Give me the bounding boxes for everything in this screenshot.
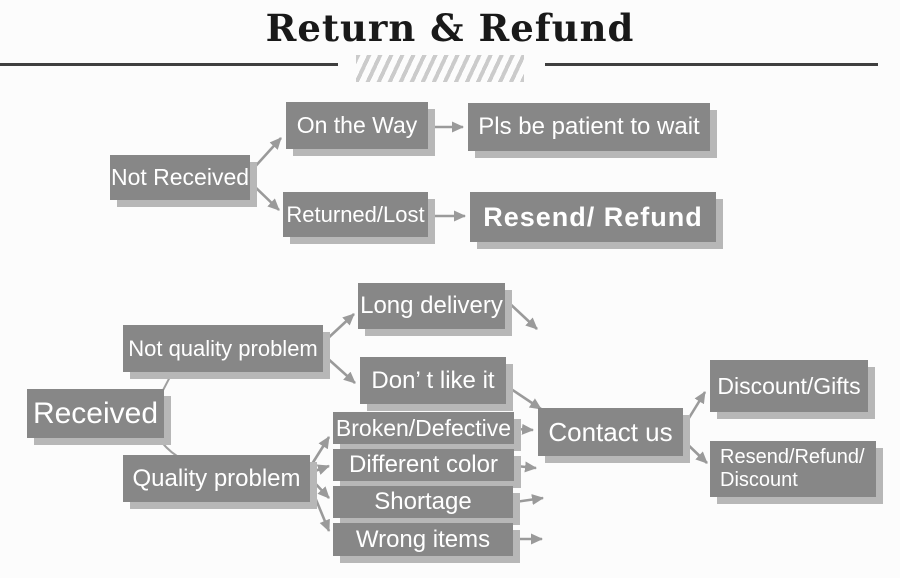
node-pls-be-patient: Pls be patient to wait <box>468 103 710 151</box>
node-on-the-way: On the Way <box>286 102 428 149</box>
arrow-quality-problem-to-broken-defective <box>310 436 331 465</box>
divider-line-right <box>545 63 878 66</box>
node-discount-gifts: Discount/Gifts <box>710 360 868 412</box>
node-dont-like-it: Don’ t like it <box>360 357 506 404</box>
arrow-long-delivery-out <box>506 300 538 330</box>
node-wrong-items: Wrong items <box>333 523 513 556</box>
arrow-contact-us-to-resend-refund-discount <box>683 440 708 464</box>
node-broken-defective: Broken/Defective <box>333 412 514 444</box>
node-not-received: Not Received <box>110 155 250 200</box>
arrow-contact-us-to-discount-gifts <box>682 391 707 427</box>
arrow-quality-problem-to-shortage <box>311 479 330 499</box>
page-title: Return & Refund <box>265 6 635 50</box>
arrow-shortage-out <box>514 494 544 506</box>
arrow-quality-problem-to-different-color <box>311 464 330 475</box>
divider-hatch-decoration <box>356 55 524 82</box>
arrow-quality-problem-to-wrong-items <box>310 489 331 532</box>
arrow-not-received-to-on-the-way <box>251 137 282 171</box>
node-resend-refund-discount-line1: Resend/Refund/ <box>720 446 865 468</box>
node-not-quality-problem: Not quality problem <box>123 325 323 372</box>
node-resend-refund: Resend/ Refund <box>470 192 716 242</box>
node-shortage: Shortage <box>333 486 513 518</box>
node-long-delivery: Long delivery <box>358 283 505 329</box>
arrow-dont-like-it-to-contact-us <box>507 385 542 411</box>
node-resend-refund-discount: Resend/Refund/ Discount <box>710 441 876 497</box>
node-received: Received <box>27 389 164 438</box>
divider-line-left <box>0 63 338 66</box>
arrow-broken-defective-to-contact-us <box>515 423 534 435</box>
node-quality-problem: Quality problem <box>123 455 310 502</box>
node-returned-lost: Returned/Lost <box>283 192 428 237</box>
node-different-color: Different color <box>333 449 514 481</box>
arrow-different-color-out <box>515 461 537 473</box>
node-contact-us: Contact us <box>538 408 683 456</box>
node-resend-refund-discount-line2: Discount <box>720 469 798 491</box>
arrow-not-quality-problem-to-dont-like-it <box>325 356 356 384</box>
connector-received-to-quality-problem <box>156 435 178 457</box>
arrow-not-quality-problem-to-long-delivery <box>325 313 355 341</box>
arrow-not-received-to-returned-lost <box>251 183 280 211</box>
